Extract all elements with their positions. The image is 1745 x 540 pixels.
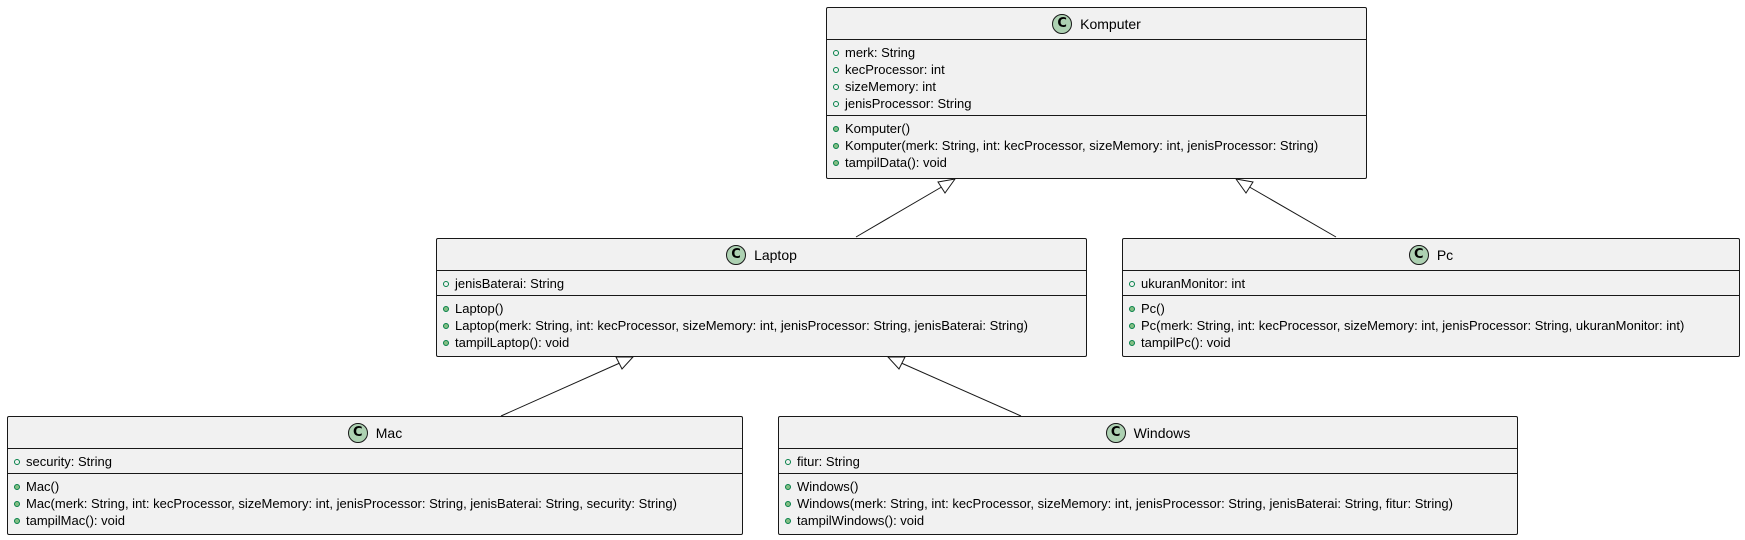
method: tampilLaptop(): void bbox=[443, 334, 1086, 351]
public-method-icon bbox=[443, 305, 449, 312]
public-field-icon bbox=[833, 100, 839, 107]
method: tampilMac(): void bbox=[14, 512, 742, 529]
public-field-icon bbox=[443, 280, 449, 287]
public-method-icon bbox=[785, 517, 791, 524]
public-method-icon bbox=[785, 483, 791, 490]
class-pc[interactable]: C Pc ukuranMonitor: int Pc() Pc(merk: St… bbox=[1122, 238, 1740, 357]
method: tampilPc(): void bbox=[1129, 334, 1739, 351]
public-method-icon bbox=[14, 517, 20, 524]
methods-section: Windows() Windows(merk: String, int: kec… bbox=[779, 473, 1517, 532]
class-laptop[interactable]: C Laptop jenisBaterai: String Laptop() L… bbox=[436, 238, 1087, 357]
class-header: C Laptop bbox=[437, 239, 1086, 271]
public-method-icon bbox=[1129, 305, 1135, 312]
fields-section: fitur: String bbox=[779, 449, 1517, 473]
method: Windows() bbox=[785, 478, 1517, 495]
public-method-icon bbox=[14, 483, 20, 490]
public-field-icon bbox=[785, 458, 791, 465]
edge-laptop-komputer bbox=[855, 184, 946, 238]
public-method-icon bbox=[833, 159, 839, 166]
edge-pc-komputer bbox=[1245, 184, 1337, 238]
class-name: Laptop bbox=[754, 246, 797, 263]
method: Pc(merk: String, int: kecProcessor, size… bbox=[1129, 317, 1739, 334]
method: Mac() bbox=[14, 478, 742, 495]
class-header: C Komputer bbox=[827, 8, 1366, 40]
arrowhead-mac-laptop bbox=[615, 356, 635, 370]
class-icon: C bbox=[347, 422, 368, 443]
class-icon: C bbox=[1052, 13, 1073, 34]
public-method-icon bbox=[443, 339, 449, 346]
fields-section: ukuranMonitor: int bbox=[1123, 271, 1739, 295]
class-mac[interactable]: C Mac security: String Mac() Mac(merk: S… bbox=[7, 416, 743, 535]
method: Mac(merk: String, int: kecProcessor, siz… bbox=[14, 495, 742, 512]
fields-section: jenisBaterai: String bbox=[437, 271, 1086, 295]
class-komputer[interactable]: C Komputer merk: String kecProcessor: in… bbox=[826, 7, 1367, 179]
method: Windows(merk: String, int: kecProcessor,… bbox=[785, 495, 1517, 512]
method: Komputer() bbox=[833, 120, 1366, 137]
field: fitur: String bbox=[785, 453, 1517, 470]
public-method-icon bbox=[443, 322, 449, 329]
method: tampilData(): void bbox=[833, 154, 1366, 171]
class-name: Mac bbox=[375, 424, 403, 441]
class-icon: C bbox=[726, 244, 747, 265]
method: Komputer(merk: String, int: kecProcessor… bbox=[833, 137, 1366, 154]
field: jenisProcessor: String bbox=[833, 95, 1366, 112]
class-name: Windows bbox=[1133, 424, 1191, 441]
method: Laptop(merk: String, int: kecProcessor, … bbox=[443, 317, 1086, 334]
class-windows[interactable]: C Windows fitur: String Windows() Window… bbox=[778, 416, 1518, 535]
public-method-icon bbox=[833, 125, 839, 132]
public-field-icon bbox=[833, 49, 839, 56]
method: Pc() bbox=[1129, 300, 1739, 317]
public-field-icon bbox=[1129, 280, 1135, 287]
public-method-icon bbox=[14, 500, 20, 507]
public-method-icon bbox=[1129, 322, 1135, 329]
methods-section: Laptop() Laptop(merk: String, int: kecPr… bbox=[437, 295, 1086, 354]
public-method-icon bbox=[785, 500, 791, 507]
method: tampilWindows(): void bbox=[785, 512, 1517, 529]
class-name: Komputer bbox=[1080, 15, 1141, 32]
edge-mac-laptop bbox=[500, 361, 623, 417]
class-header: C Mac bbox=[8, 417, 742, 449]
class-icon: C bbox=[1105, 422, 1126, 443]
field: sizeMemory: int bbox=[833, 78, 1366, 95]
field: jenisBaterai: String bbox=[443, 275, 1086, 292]
edge-windows-laptop bbox=[898, 361, 1022, 417]
class-header: C Windows bbox=[779, 417, 1517, 449]
method: Laptop() bbox=[443, 300, 1086, 317]
public-method-icon bbox=[1129, 339, 1135, 346]
class-header: C Pc bbox=[1123, 239, 1739, 271]
methods-section: Komputer() Komputer(merk: String, int: k… bbox=[827, 115, 1366, 174]
fields-section: merk: String kecProcessor: int sizeMemor… bbox=[827, 40, 1366, 115]
methods-section: Mac() Mac(merk: String, int: kecProcesso… bbox=[8, 473, 742, 532]
public-method-icon bbox=[833, 142, 839, 149]
field: merk: String bbox=[833, 44, 1366, 61]
arrowhead-windows-laptop bbox=[886, 356, 906, 370]
fields-section: security: String bbox=[8, 449, 742, 473]
field: kecProcessor: int bbox=[833, 61, 1366, 78]
arrowhead-pc-komputer bbox=[1234, 178, 1254, 194]
public-field-icon bbox=[14, 458, 20, 465]
class-icon: C bbox=[1408, 244, 1429, 265]
field: ukuranMonitor: int bbox=[1129, 275, 1739, 292]
field: security: String bbox=[14, 453, 742, 470]
methods-section: Pc() Pc(merk: String, int: kecProcessor,… bbox=[1123, 295, 1739, 354]
public-field-icon bbox=[833, 83, 839, 90]
public-field-icon bbox=[833, 66, 839, 73]
arrowhead-laptop-komputer bbox=[937, 178, 957, 194]
class-name: Pc bbox=[1436, 246, 1454, 263]
